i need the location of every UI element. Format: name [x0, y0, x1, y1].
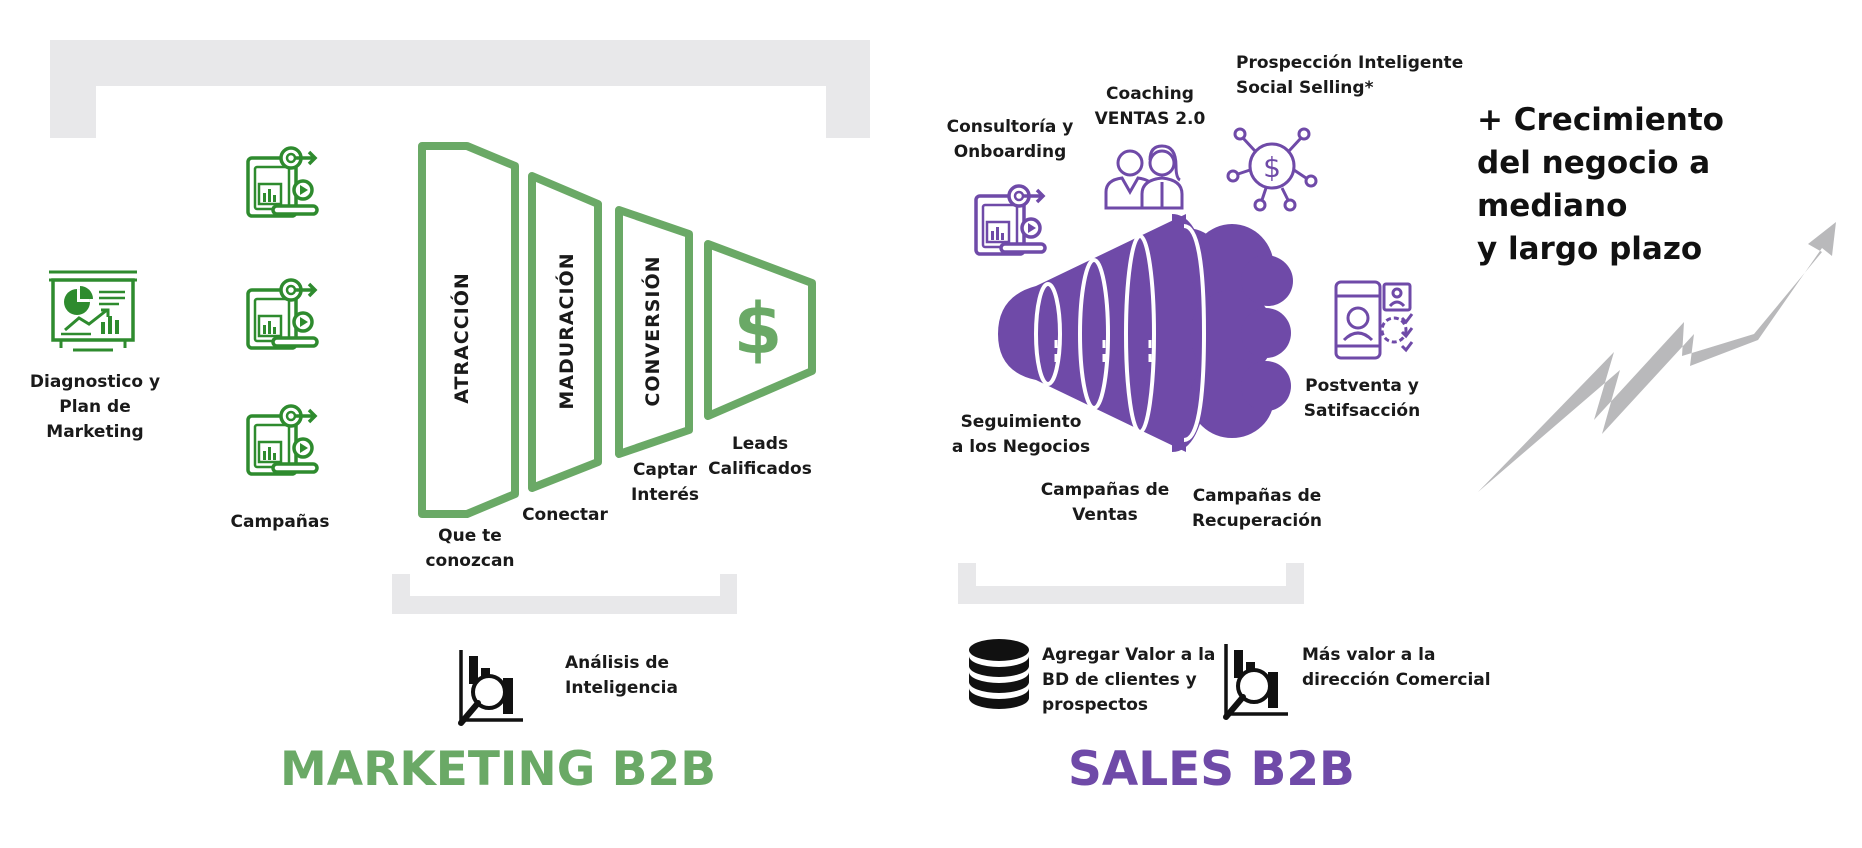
- campaign-report-icon: [246, 404, 319, 476]
- analysis-label: Análisis de Inteligencia: [565, 653, 678, 698]
- funnel-stage-leads: [704, 240, 816, 420]
- marketing-top-bracket: [50, 40, 870, 138]
- campaign-report-icon: [246, 278, 319, 350]
- dollar-network-icon: $: [1226, 127, 1318, 212]
- analysis-magnifier-icon: [1226, 644, 1288, 717]
- stage-attraction-caption: Que te conozcan: [425, 526, 515, 571]
- coaching-label: Coaching VENTAS 2.0: [1094, 84, 1206, 129]
- stage-conversion-label: CONVERSIÓN: [642, 255, 664, 407]
- postsale-label: Postventa y Satifsacción: [1303, 376, 1421, 421]
- database-label: Agregar Valor a la BD de clientes y pros…: [1042, 645, 1216, 715]
- database-icon: [969, 639, 1029, 709]
- mobile-support-icon: [1334, 280, 1414, 360]
- funnel-stage-attraction: [418, 142, 519, 518]
- stage-maturation-label: MADURACIÓN: [556, 252, 578, 410]
- funnel-stage-maturation: [528, 172, 602, 492]
- sales-campaigns-label: Campañas de Ventas: [1040, 480, 1170, 525]
- consulting-label: Consultoría y Onboarding: [946, 117, 1074, 162]
- prospecting-label: Prospección Inteligente Social Selling*: [1236, 53, 1464, 98]
- sales-bottom-bracket: [958, 563, 1304, 604]
- stage-conversion-caption: Captar Interés: [630, 460, 700, 505]
- svg-text:$: $: [1263, 151, 1281, 184]
- followup-label: Seguimiento a los Negocios: [951, 412, 1091, 457]
- megaphone-circles: [1241, 255, 1291, 411]
- presentation-chart-icon: [49, 270, 137, 352]
- growth-label: + Crecimiento del negocio a mediano y la…: [1477, 102, 1724, 267]
- consulting-report-icon: [974, 184, 1047, 256]
- stage-leads-caption: Leads Calificados: [708, 434, 812, 479]
- direction-label: Más valor a la dirección Comercial: [1302, 645, 1491, 690]
- sales-title: SALES B2B: [1068, 742, 1355, 797]
- marketing-bottom-bracket: [392, 574, 737, 614]
- growth-arrow-icon: [1478, 222, 1836, 492]
- recovery-campaigns-label: Campañas de Recuperación: [1191, 486, 1323, 531]
- funnel-stage-conversion: [615, 206, 693, 458]
- team-people-icon: [1104, 144, 1184, 210]
- stage-attraction-label: ATRACCIÓN: [451, 272, 473, 404]
- campaign-report-icon: [246, 146, 319, 218]
- diagnostic-label: Diagnostico y Plan de Marketing: [29, 372, 161, 442]
- marketing-title: MARKETING B2B: [280, 742, 717, 797]
- stage-maturation-caption: Conectar: [522, 505, 608, 525]
- funnel-icon: [418, 142, 816, 518]
- campaigns-label: Campañas: [230, 512, 330, 532]
- analysis-magnifier-icon: [461, 650, 523, 723]
- dollar-sign-icon: $: [734, 288, 783, 370]
